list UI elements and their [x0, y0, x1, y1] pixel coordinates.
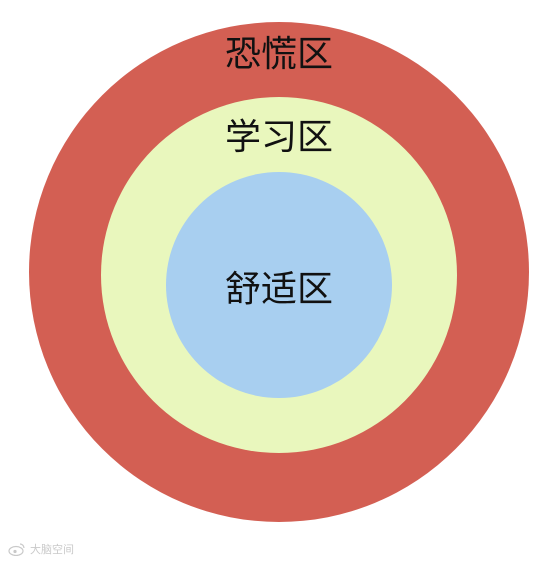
weibo-icon [8, 543, 25, 556]
comfort-zone-label: 舒适区 [225, 269, 333, 310]
panic-zone-label: 恐慌区 [225, 34, 333, 75]
comfort-zone-circle [166, 172, 392, 398]
watermark: 大脑空间 [8, 541, 74, 557]
watermark-text: 大脑空间 [30, 543, 74, 556]
learning-zone-label: 学习区 [225, 117, 333, 158]
